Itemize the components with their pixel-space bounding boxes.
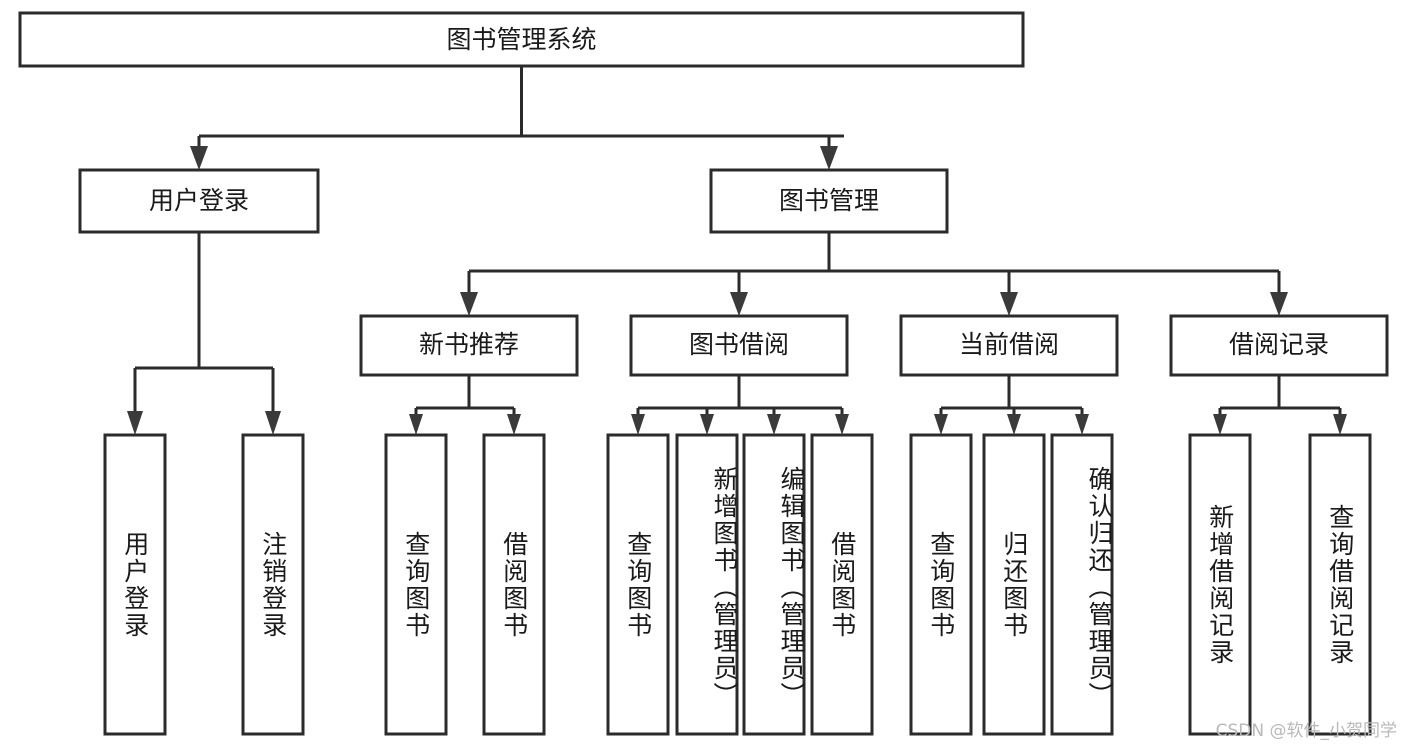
arrowhead-br-add-record (1213, 414, 1227, 435)
node-current-borrow-label: 当前借阅 (959, 330, 1059, 359)
leaf-box-cb-return-book[interactable] (982, 433, 1046, 736)
node-book-borrow[interactable]: 图书借阅 (629, 314, 849, 377)
node-user-login-box[interactable] (78, 168, 320, 234)
leaf-box-logout[interactable] (241, 433, 305, 736)
leaf-box-bb-edit-book[interactable] (742, 433, 806, 736)
arrowhead-cb-return-book (1007, 414, 1021, 435)
arrowhead-bb-add-book (700, 414, 714, 435)
node-root-box[interactable] (18, 11, 1025, 68)
arrowhead-leaf-logout (265, 411, 281, 435)
edge-group-new-book-rec (409, 375, 521, 435)
leaf-box-cb-query-book[interactable] (909, 433, 973, 736)
edge-group-root (190, 66, 844, 170)
edge-group-borrow-record (1213, 375, 1347, 435)
arrowhead-leaf-user-login (127, 411, 143, 435)
node-book-management[interactable]: 图书管理 (709, 168, 949, 234)
leaf-box-cb-confirm-return[interactable] (1050, 433, 1114, 736)
node-book-management-box[interactable] (709, 168, 949, 234)
arrowhead-bb-borrow-book (835, 414, 849, 435)
edge-group-user-login (127, 232, 281, 435)
leaf-box-br-add-record[interactable] (1188, 433, 1252, 736)
leaf-box-user-login[interactable] (103, 433, 167, 736)
leaf-box-bb-add-book[interactable] (675, 433, 739, 736)
arrowhead-bb-edit-book (767, 414, 781, 435)
csdn-watermark: CSDN @软件_小贺同学 (1215, 721, 1397, 741)
node-book-borrow-label: 图书借阅 (689, 330, 789, 359)
node-borrow-record-label: 借阅记录 (1229, 330, 1329, 359)
arrowhead-user-login (190, 146, 208, 170)
node-current-borrow[interactable]: 当前借阅 (899, 314, 1119, 377)
node-new-book-recommend[interactable]: 新书推荐 (359, 314, 579, 377)
arrowhead-book-borrow (730, 292, 748, 316)
arrowhead-current-borrow (1000, 292, 1018, 316)
node-new-book-recommend-box[interactable] (359, 314, 579, 377)
leaf-box-bb-borrow-book[interactable] (810, 433, 874, 736)
node-book-management-label: 图书管理 (779, 186, 879, 215)
leaf-box-nbr-query-book[interactable] (384, 433, 448, 736)
node-borrow-record-box[interactable] (1169, 314, 1389, 377)
leaf-box-nbr-borrow-book[interactable] (482, 433, 546, 736)
arrowhead-nbr-borrow-book (507, 414, 521, 435)
leaf-box-br-query-record[interactable] (1308, 433, 1372, 736)
arrowhead-cb-confirm-return (1075, 414, 1089, 435)
node-borrow-record[interactable]: 借阅记录 (1169, 314, 1389, 377)
leaf-box-group (103, 433, 1372, 736)
node-current-borrow-box[interactable] (899, 314, 1119, 377)
node-user-login[interactable]: 用户登录 (78, 168, 320, 234)
arrowhead-new-book-rec (460, 292, 478, 316)
node-root-system[interactable]: 图书管理系统 (18, 11, 1025, 68)
arrowhead-cb-query-book (934, 414, 948, 435)
node-user-login-label: 用户登录 (149, 186, 249, 215)
arrowhead-br-query-record (1333, 414, 1347, 435)
arrowhead-book-mgmt (820, 146, 838, 170)
arrowhead-borrow-record (1270, 292, 1288, 316)
edge-group-current-borrow (934, 375, 1089, 435)
edge-group-book-borrow (631, 375, 849, 435)
arrowhead-nbr-query-book (409, 414, 423, 435)
leaf-box-bb-query-book[interactable] (606, 433, 670, 736)
node-book-borrow-box[interactable] (629, 314, 849, 377)
node-new-book-recommend-label: 新书推荐 (419, 330, 519, 359)
edge-group-book-mgmt (460, 232, 1288, 316)
arrowhead-bb-query-book (631, 414, 645, 435)
node-root-label: 图书管理系统 (446, 25, 596, 54)
